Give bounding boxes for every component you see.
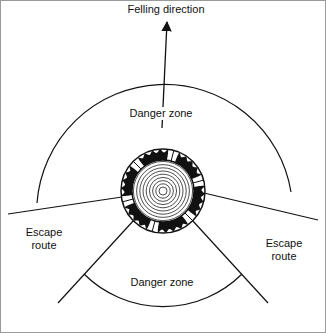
danger-zone-arc xyxy=(84,274,242,307)
direction-label: Felling direction xyxy=(125,3,206,16)
route-label: Escape route xyxy=(259,237,309,262)
bark-notch xyxy=(122,166,139,196)
growth-ring xyxy=(153,181,174,202)
bark-notch xyxy=(125,203,151,229)
bark-line xyxy=(171,150,174,161)
growth-ring xyxy=(143,171,183,211)
growth-ring xyxy=(140,168,186,214)
boundary-line xyxy=(58,220,134,303)
bark-line xyxy=(185,213,193,221)
zone-label: Danger zone xyxy=(128,107,195,120)
sapwood-edge xyxy=(132,160,194,222)
bark-line xyxy=(193,180,204,183)
growth-ring xyxy=(137,165,190,218)
growth-ring xyxy=(159,187,167,195)
bark-line xyxy=(122,199,133,202)
growth-ring xyxy=(133,161,192,220)
bark-line xyxy=(133,161,141,169)
route-label: Escape route xyxy=(19,226,69,251)
growth-ring xyxy=(156,184,170,198)
growth-ring xyxy=(146,174,180,208)
bark-notch xyxy=(138,150,168,167)
stump-cross-section xyxy=(121,149,205,233)
bark-line xyxy=(152,221,155,232)
boundary-line xyxy=(204,193,318,220)
bark-notch xyxy=(175,153,201,179)
bark-notch xyxy=(158,215,188,232)
zone-label: Danger zone xyxy=(129,276,196,289)
bark-notch xyxy=(187,186,204,216)
boundary-line xyxy=(192,220,268,303)
boundary-line xyxy=(8,197,122,214)
growth-ring xyxy=(149,177,176,204)
